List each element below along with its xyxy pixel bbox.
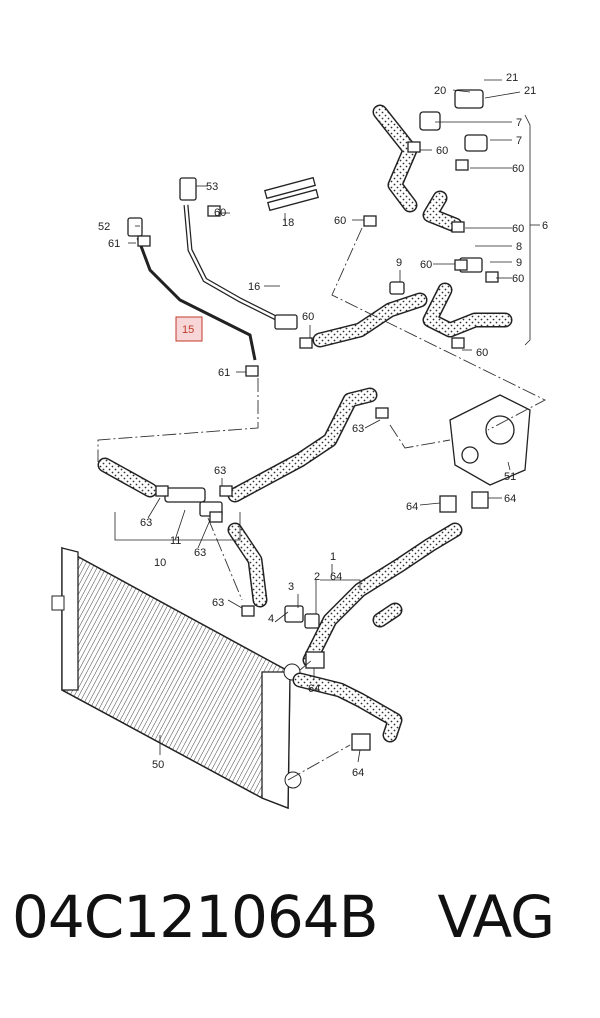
callout-20: 20 (434, 85, 446, 97)
coolant-hose-exploded-diagram: 21 20 21 7 7 60 60 53 60 18 52 60 60 6 6… (51, 72, 548, 810)
callout-64b: 64 (504, 493, 516, 505)
callout-7b: 7 (516, 135, 522, 147)
callout-9b: 9 (516, 257, 522, 269)
callout-3: 3 (288, 581, 294, 593)
callout-64d: 64 (308, 683, 320, 695)
callout-60c: 60 (214, 207, 226, 219)
callout-60b: 60 (512, 163, 524, 175)
callout-60g: 60 (512, 273, 524, 285)
callout-61a: 61 (108, 238, 120, 250)
radiator (51, 546, 302, 810)
callout-21a: 21 (506, 72, 518, 84)
callout-60a: 60 (436, 145, 448, 157)
callout-18: 18 (282, 217, 294, 229)
callout-63e: 63 (212, 597, 224, 609)
callout-60i: 60 (476, 347, 488, 359)
callout-60h: 60 (302, 311, 314, 323)
callout-21b: 21 (524, 85, 536, 97)
callout-50: 50 (152, 759, 164, 771)
leader-lines (97, 227, 546, 781)
callout-61b: 61 (218, 367, 230, 379)
highlight-box-15 (175, 316, 203, 342)
callout-16: 16 (248, 281, 260, 293)
callout-51: 51 (504, 471, 516, 483)
callout-lines (114, 79, 540, 763)
callout-9a: 9 (396, 257, 402, 269)
callout-numbers: 21 20 21 7 7 60 60 53 60 18 52 60 60 6 6… (98, 72, 548, 779)
brand-label: VAG (437, 883, 556, 951)
callout-60d: 60 (334, 215, 346, 227)
part-number: 04C121064B (12, 883, 378, 951)
callout-8: 8 (516, 241, 522, 253)
hose-clamps (137, 141, 499, 751)
callout-4: 4 (268, 613, 274, 625)
callout-64c: 64 (330, 571, 342, 583)
callout-52: 52 (98, 221, 110, 233)
callout-11: 11 (170, 535, 181, 547)
callout-63a: 63 (352, 423, 364, 435)
callout-15: 15 (182, 324, 194, 336)
callout-64a: 64 (406, 501, 418, 513)
coolant-hoses (97, 104, 513, 743)
callout-63b: 63 (214, 465, 226, 477)
callout-1: 1 (330, 551, 336, 563)
callout-63c: 63 (140, 517, 152, 529)
callout-64e: 64 (352, 767, 364, 779)
callout-60f: 60 (420, 259, 432, 271)
callout-53: 53 (206, 181, 218, 193)
part-caption: 04C121064B VAG (12, 883, 556, 951)
callout-10: 10 (154, 557, 166, 569)
callout-60e: 60 (512, 223, 524, 235)
callout-6: 6 (542, 220, 548, 232)
callout-63d: 63 (194, 547, 206, 559)
callout-7a: 7 (516, 117, 522, 129)
fittings (127, 89, 531, 629)
callout-2: 2 (314, 571, 320, 583)
coolant-pipes (136, 204, 292, 361)
